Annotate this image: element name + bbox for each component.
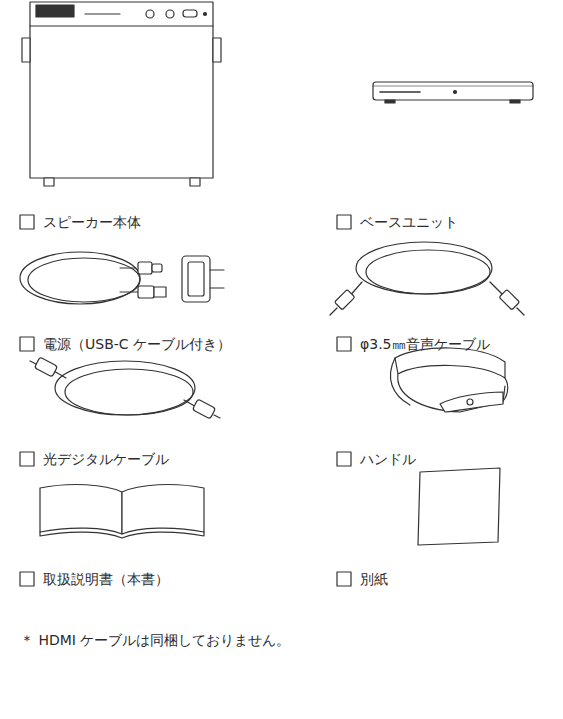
base-unit-illustration [373,82,533,103]
handle-illustration [390,348,507,412]
manual-illustration [40,485,204,538]
item-label: ハンドル [360,450,416,468]
item-label: φ3.5㎜音声ケーブル [360,335,490,353]
item-label: 電源（USB-C ケーブル付き） [43,335,231,353]
item-label: スピーカー本体 [43,213,141,231]
item-label: ベースユニット [360,213,458,231]
note-text: ＊ HDMI ケーブルは同梱しておりません。 [20,631,290,649]
sheet-illustration [418,468,500,545]
item-label: 光デジタルケーブル [43,450,169,468]
checkbox [20,215,351,586]
audio-cable-illustration [330,242,524,315]
power-supply-illustration [20,252,224,304]
item-label: 取扱説明書（本書） [43,570,169,588]
optical-cable-illustration [30,357,220,419]
item-label: 別紙 [360,570,388,588]
speaker-illustration [22,2,221,186]
